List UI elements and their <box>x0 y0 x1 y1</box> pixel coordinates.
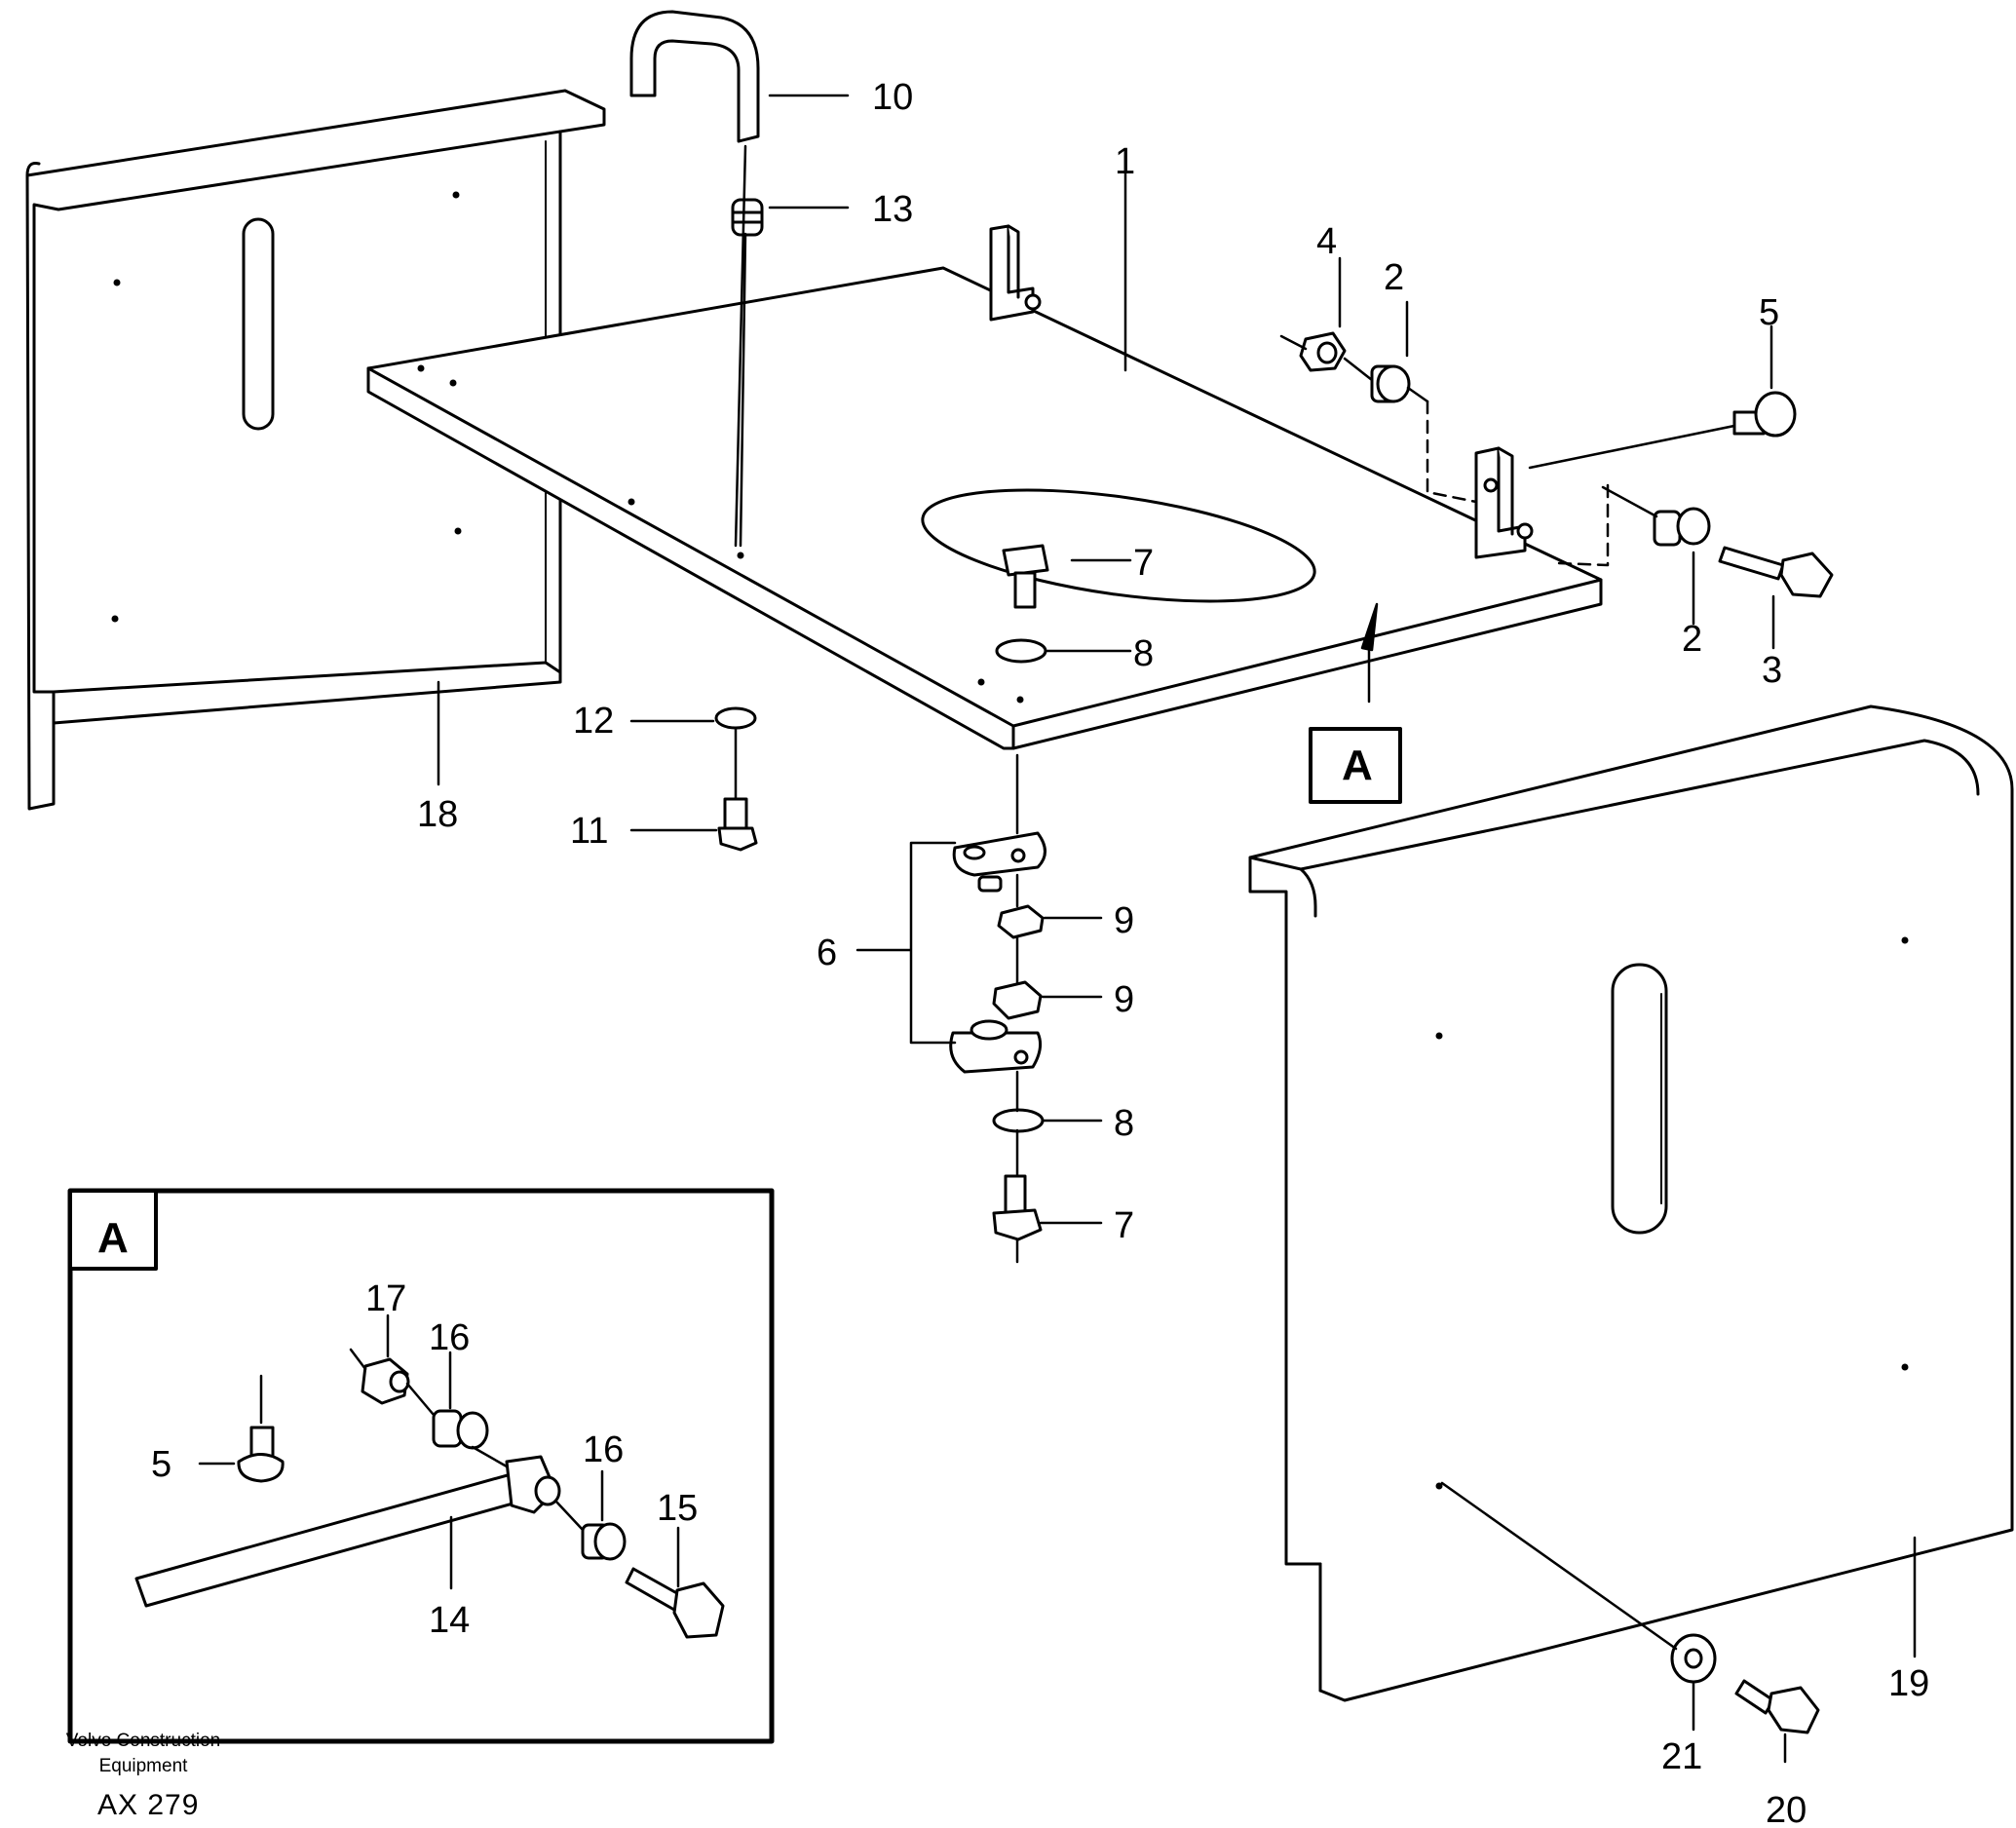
cab-floor-plate <box>366 266 1603 750</box>
hinge-bracket-rear <box>989 224 1042 322</box>
detail-bolt-15 <box>625 1567 725 1639</box>
label-part-19: 19 <box>1888 1663 1929 1704</box>
left-panel-holes <box>111 191 462 623</box>
handle <box>629 10 760 143</box>
grommet <box>731 198 764 237</box>
label-part-18: 18 <box>417 794 458 835</box>
leader-lines <box>437 94 1917 1764</box>
bolt-20 <box>1734 1679 1820 1734</box>
label-part-2-upper: 2 <box>1384 257 1404 298</box>
label-part-20: 20 <box>1766 1790 1807 1828</box>
left-panel-slot <box>242 217 275 431</box>
label-part-2-lower: 2 <box>1682 619 1702 660</box>
label-part-4: 4 <box>1316 221 1337 262</box>
label-part-3: 3 <box>1762 650 1782 691</box>
screw-11 <box>717 797 758 852</box>
detail-bushing-16-upper <box>432 1409 489 1450</box>
washer-8-upper <box>995 638 1047 664</box>
label-part-15: 15 <box>657 1488 698 1529</box>
label-part-5-upper: 5 <box>1759 292 1779 333</box>
drawing-code: AX 279 <box>97 1789 199 1821</box>
rubber-mount <box>949 831 1046 1074</box>
bolt-7-upper <box>1002 544 1049 609</box>
label-part-8-lower: 8 <box>1114 1103 1134 1144</box>
right-side-panel <box>1248 705 2014 1702</box>
label-part-16-upper: 16 <box>429 1317 470 1358</box>
washer-21 <box>1670 1633 1717 1684</box>
bushing-2-upper <box>1370 364 1411 403</box>
label-part-16-lower: 16 <box>583 1429 624 1470</box>
detail-view-a <box>67 1188 775 1744</box>
detail-arm-14 <box>134 1455 561 1608</box>
bushing-2-lower <box>1653 507 1711 547</box>
label-part-7-upper: 7 <box>1133 543 1154 584</box>
nut-9-upper <box>997 904 1045 939</box>
callout-a-box <box>1309 727 1402 804</box>
credit-line-2: Equipment <box>99 1756 189 1776</box>
label-part-14: 14 <box>429 1600 470 1641</box>
callout-a-label: A <box>1342 742 1373 789</box>
screw-5 <box>1732 391 1797 438</box>
nut-4 <box>1299 331 1347 372</box>
washer-12 <box>714 706 757 730</box>
label-part-9-upper: 9 <box>1114 900 1134 941</box>
label-part-21: 21 <box>1661 1736 1702 1777</box>
label-part-1: 1 <box>1115 141 1135 182</box>
label-part-8-upper: 8 <box>1133 633 1154 674</box>
detail-bushing-16-lower <box>581 1522 627 1561</box>
washer-8-lower <box>992 1108 1045 1133</box>
detail-nut-17 <box>361 1357 410 1405</box>
right-panel-holes <box>1435 936 1909 1490</box>
part-labels: 10 13 1 4 2 5 7 8 2 3 12 18 11 A 6 9 9 8… <box>97 77 1929 1828</box>
label-part-12: 12 <box>573 701 614 742</box>
label-part-13: 13 <box>872 189 913 230</box>
credit-line-1: Volvo Construction <box>66 1731 220 1751</box>
label-part-11: 11 <box>570 811 608 852</box>
detail-screw-5 <box>237 1426 285 1483</box>
hinge-bracket-right <box>1474 446 1534 559</box>
label-part-9-lower: 9 <box>1114 979 1134 1020</box>
nut-9-lower <box>992 980 1043 1020</box>
plate-holes <box>417 364 1024 704</box>
right-panel-slot <box>1611 963 1668 1235</box>
bolt-7-lower <box>992 1174 1043 1241</box>
detail-box-label: A <box>97 1214 129 1262</box>
label-part-10: 10 <box>872 77 913 118</box>
label-part-5-detail: 5 <box>151 1444 171 1485</box>
bolt-3 <box>1718 546 1834 598</box>
label-part-17: 17 <box>365 1278 406 1319</box>
label-part-6: 6 <box>817 933 837 973</box>
drawing-footer: Volvo Construction Equipment AX 279 <box>66 1731 220 1821</box>
label-part-7-lower: 7 <box>1114 1205 1134 1246</box>
